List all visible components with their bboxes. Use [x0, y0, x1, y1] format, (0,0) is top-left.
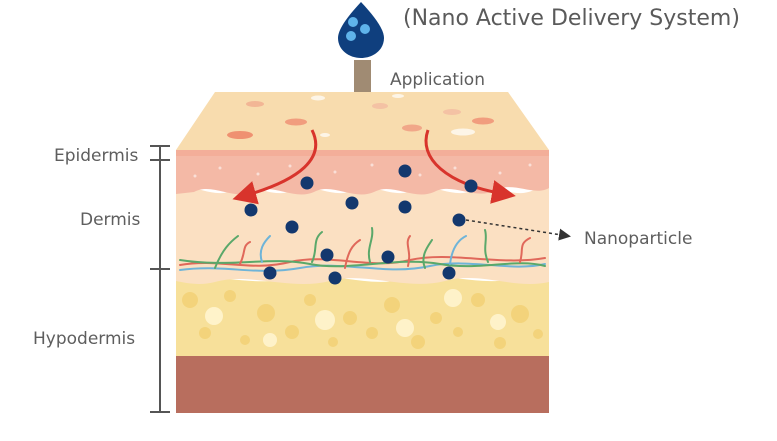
- dermis-layer: [176, 187, 549, 285]
- nanoparticle: [464, 179, 478, 193]
- layer-bracket: [150, 145, 170, 413]
- epidermis-dots: [193, 163, 532, 178]
- epidermis-layer: [176, 150, 549, 195]
- fat-highlights: [205, 289, 506, 347]
- skin-top-surface: [176, 92, 549, 150]
- nanoparticle: [398, 200, 412, 214]
- spread-arrow-left: [232, 129, 318, 205]
- nanoparticle: [398, 164, 412, 178]
- nanoparticle-label: Nanoparticle: [584, 229, 693, 249]
- system-title: (Nano Active Delivery System): [403, 6, 740, 31]
- nanoparticle: [381, 250, 395, 264]
- nanoparticle: [285, 220, 299, 234]
- application-label: Application: [390, 70, 485, 90]
- nanoparticle: [442, 266, 456, 280]
- nanoparticle: [452, 213, 466, 227]
- nanoparticle: [320, 248, 334, 262]
- muscle-layer: [176, 354, 549, 413]
- epidermis-label: Epidermis: [54, 146, 139, 166]
- collagen-fibers: [179, 227, 546, 272]
- surface-spots: [227, 94, 494, 139]
- nano-droplet-icon: [338, 2, 384, 58]
- nanoparticle: [328, 271, 342, 285]
- dermis-label: Dermis: [80, 210, 141, 230]
- nanoparticle: [345, 196, 359, 210]
- hypodermis-label: Hypodermis: [33, 329, 136, 349]
- nanoparticles: [244, 164, 478, 285]
- nanoparticle: [263, 266, 277, 280]
- nanoparticle-leader: [465, 219, 571, 241]
- nanoparticle: [244, 203, 258, 217]
- fat-cells: [182, 290, 543, 349]
- spread-arrow-right: [424, 129, 516, 204]
- nanoparticle: [300, 176, 314, 190]
